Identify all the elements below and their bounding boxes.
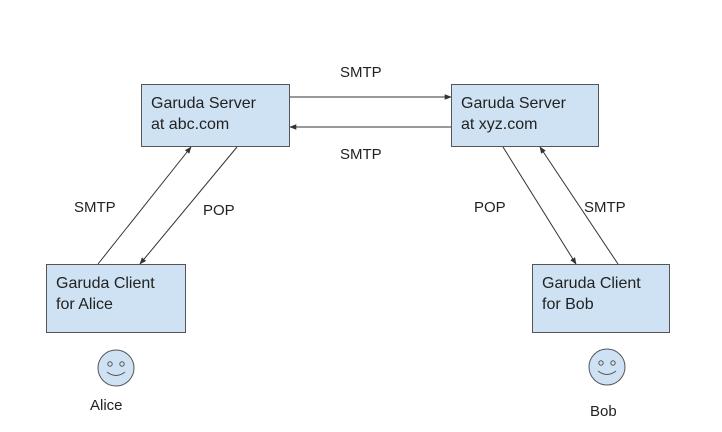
edge-label-bob-to-xyz: SMTP	[584, 199, 626, 216]
person-label-alice: Alice	[90, 397, 123, 414]
node-line: Garuda Server	[461, 95, 566, 112]
node-line: for Bob	[542, 296, 594, 313]
edge-label-alice-to-abc: SMTP	[74, 199, 116, 216]
smiley-face-icon	[588, 348, 626, 386]
node-line: at xyz.com	[461, 116, 538, 133]
edge-label-abc-to-xyz: SMTP	[340, 64, 382, 81]
node-line: at abc.com	[151, 116, 230, 133]
node-line: Garuda Client	[542, 275, 641, 292]
node-client-bob: Garuda Client for Bob	[532, 264, 670, 333]
edge-abc-to-alice	[139, 146, 238, 265]
node-client-alice: Garuda Client for Alice	[46, 264, 186, 333]
edge-label-xyz-to-bob: POP	[474, 199, 506, 216]
person-label-bob: Bob	[590, 403, 617, 420]
edge-bob-to-xyz	[539, 146, 619, 265]
smiley-face-icon	[97, 349, 135, 387]
edge-label-abc-to-alice: POP	[203, 202, 235, 219]
node-line: Garuda Server	[151, 95, 256, 112]
edge-label-xyz-to-abc: SMTP	[340, 146, 382, 163]
node-line: Garuda Client	[56, 275, 155, 292]
node-server-xyz: Garuda Server at xyz.com	[451, 84, 599, 147]
node-line: for Alice	[56, 296, 113, 313]
edge-xyz-to-bob	[502, 146, 577, 265]
edge-alice-to-abc	[97, 146, 192, 265]
node-server-abc: Garuda Server at abc.com	[141, 84, 290, 147]
